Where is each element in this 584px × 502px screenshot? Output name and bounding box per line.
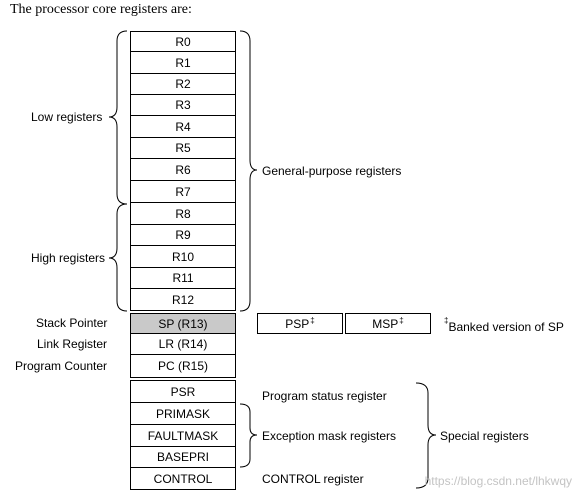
high-registers-brace — [108, 203, 128, 312]
banked-note: ‡Banked version of SP — [444, 316, 564, 334]
stack-pointer-label: Stack Pointer — [36, 316, 108, 330]
register-primask: PRIMASK — [130, 402, 236, 425]
register-r8: R8 — [130, 202, 236, 225]
register-r3: R3 — [130, 94, 236, 116]
program-counter-label: Program Counter — [15, 359, 108, 373]
register-r2: R2 — [130, 73, 236, 95]
register-r6: R6 — [130, 158, 236, 181]
register-sp: SP (R13) — [130, 313, 236, 334]
exception-mask-brace — [239, 403, 258, 468]
high-registers-label: High registers — [31, 251, 106, 265]
exception-mask-label: Exception mask registers — [262, 429, 397, 443]
low-registers-label: Low registers — [31, 110, 103, 124]
register-r12: R12 — [130, 288, 236, 311]
register-basepri: BASEPRI — [130, 446, 236, 468]
low-registers-brace — [108, 30, 128, 205]
psp-box: PSP‡ — [257, 313, 343, 334]
register-r11: R11 — [130, 267, 236, 289]
register-r9: R9 — [130, 224, 236, 246]
link-register-label: Link Register — [37, 337, 108, 351]
register-faultmask: FAULTMASK — [130, 424, 236, 447]
general-purpose-label: General-purpose registers — [262, 164, 402, 178]
register-r1: R1 — [130, 51, 236, 74]
special-registers-label: Special registers — [440, 429, 529, 443]
msp-box: MSP‡ — [345, 313, 431, 334]
special-registers-brace — [415, 382, 437, 489]
page-heading: The processor core registers are: — [10, 2, 192, 17]
banked-note-marker: ‡ — [444, 316, 449, 325]
psp-label: PSP — [285, 316, 310, 331]
control-register-label: CONTROL register — [262, 472, 364, 486]
msp-label: MSP — [372, 316, 399, 331]
register-lr: LR (R14) — [130, 333, 236, 355]
register-r0: R0 — [130, 31, 236, 52]
register-control: CONTROL — [130, 467, 236, 490]
banked-note-text: Banked version of SP — [448, 320, 564, 334]
register-pc: PC (R15) — [130, 354, 236, 378]
register-psr: PSR — [130, 380, 236, 403]
register-r5: R5 — [130, 137, 236, 159]
watermark-text: https://blog.csdn.net/lhkwqy — [424, 474, 572, 488]
program-status-label: Program status register — [262, 389, 387, 403]
register-r7: R7 — [130, 180, 236, 203]
register-r4: R4 — [130, 115, 236, 138]
general-purpose-brace — [239, 30, 258, 312]
register-r10: R10 — [130, 245, 236, 268]
